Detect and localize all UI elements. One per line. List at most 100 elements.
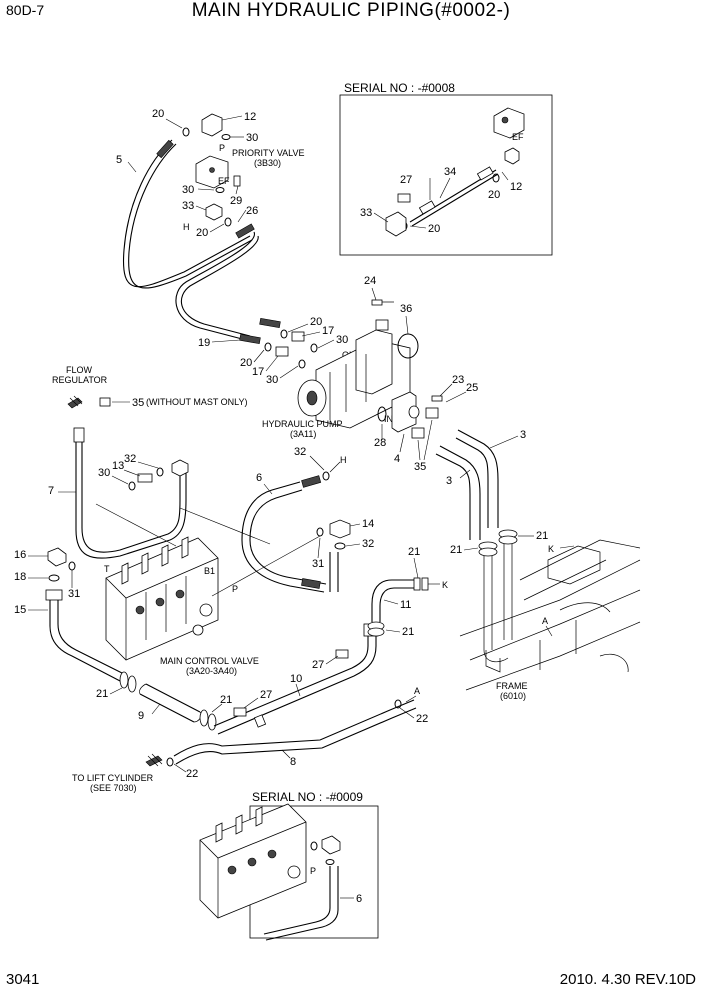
callout-21-d: 21 (220, 694, 232, 706)
callout-26: 26 (246, 205, 258, 217)
callout-34: 34 (444, 166, 456, 178)
callout-30-a: 30 (246, 132, 258, 144)
callout-24: 24 (364, 275, 376, 287)
port-ef-priority: EF (218, 176, 230, 186)
flow-regulator-label-2: REGULATOR (52, 375, 108, 385)
hose-11 (371, 579, 414, 622)
callout-19: 19 (198, 337, 210, 349)
callout-17-a: 17 (322, 325, 334, 337)
callout-28: 28 (374, 437, 386, 449)
pipe-10 (213, 636, 369, 727)
main-control-valve (105, 536, 219, 661)
lift-cylinder-arrow-icon (145, 753, 163, 767)
callout-14: 14 (362, 518, 374, 530)
pipe-15 (49, 590, 123, 683)
callout-32-a: 32 (124, 453, 136, 465)
fitting-35-a (425, 407, 439, 419)
callout-30-b: 30 (182, 184, 194, 196)
to-lift-cylinder-label: TO LIFT CYLINDER (72, 773, 154, 783)
callout-17-b: 17 (252, 366, 264, 378)
model-code: 80D-7 (6, 2, 45, 18)
callout-12-inset: 12 (510, 181, 522, 193)
hose-7 (75, 432, 187, 559)
frame (459, 539, 641, 691)
port-ef-inset: EF (512, 132, 524, 142)
callout-20-b: 20 (196, 227, 208, 239)
callout-20-inset-b: 20 (428, 223, 440, 235)
pipe-15-end (45, 589, 63, 601)
callout-31-b: 31 (312, 558, 324, 570)
priority-valve-ref: (3B30) (254, 158, 281, 168)
callout-9: 9 (138, 710, 144, 722)
hose-9 (139, 683, 201, 723)
conn-h-1: H (183, 222, 190, 232)
pipe-6-riser (329, 552, 339, 592)
elbow-14-inset (321, 835, 341, 855)
callout-13: 13 (112, 460, 124, 472)
callout-20-a: 20 (152, 108, 164, 120)
callout-7: 7 (48, 485, 54, 497)
elbow-27-inset (397, 193, 411, 203)
port-b1-mcv: B1 (204, 566, 215, 576)
callout-6-b: 6 (356, 893, 362, 905)
callout-11: 11 (400, 599, 411, 611)
hydraulic-pump (297, 319, 411, 429)
frame-ref: (6010) (500, 691, 526, 701)
callout-32-c: 32 (362, 538, 374, 550)
fitting-35-b (411, 427, 425, 439)
callout-30-c: 30 (336, 334, 348, 346)
callout-6-a: 6 (256, 472, 262, 484)
conn-k-frame: K (548, 544, 554, 554)
hydraulic-pump-label: HYDRAULIC PUMP (262, 419, 343, 429)
elbow-27-a (335, 649, 349, 659)
plug-35 (99, 397, 111, 407)
adapter-17-a (291, 331, 305, 342)
frame-label: FRAME (496, 681, 528, 691)
tee-33 (205, 203, 223, 221)
callout-35: 35 (132, 397, 144, 409)
callout-16: 16 (14, 549, 26, 561)
main-control-valve-label: MAIN CONTROL VALVE (160, 656, 259, 666)
callout-8: 8 (290, 756, 296, 768)
priority-valve-label: PRIORITY VALVE (232, 148, 305, 158)
adapter-17-b (275, 346, 289, 357)
callout-27-a: 27 (312, 659, 324, 671)
callout-27-b: 27 (260, 689, 272, 701)
callout-10: 10 (290, 673, 302, 685)
callout-21-a: 21 (536, 530, 548, 542)
main-control-valve-inset (199, 803, 307, 919)
hose-6 (241, 481, 325, 593)
flange-4 (391, 391, 417, 433)
priority-valve-inset (493, 107, 525, 165)
callout-15: 15 (14, 604, 26, 616)
without-mast-label: (WITHOUT MAST ONLY) (146, 397, 248, 407)
callout-5: 5 (116, 154, 122, 166)
elbow-12 (201, 113, 223, 137)
conn-k-hose: K (442, 580, 448, 590)
elbow-27-b (233, 707, 247, 717)
callout-18: 18 (14, 571, 26, 583)
page-title: MAIN HYDRAULIC PIPING(#0002-) (191, 0, 511, 21)
callout-3-b: 3 (446, 475, 452, 487)
callout-22-a: 22 (416, 713, 428, 725)
conn-h-2: H (340, 455, 347, 465)
serial-box-top-label: SERIAL NO : -#0008 (344, 81, 455, 95)
port-t-mcv: T (104, 564, 110, 574)
callout-4: 4 (394, 453, 400, 465)
bolt-24 (371, 299, 383, 306)
callout-32-b: 32 (294, 446, 306, 458)
hose-5 (122, 139, 251, 288)
page-number: 3041 (6, 971, 40, 988)
callout-30-d: 30 (266, 374, 278, 386)
conn-a-frame: A (542, 616, 548, 626)
port-p-inset: P (310, 866, 316, 876)
pipe-8 (173, 699, 415, 757)
hydraulic-pump-ref: (3A11) (290, 429, 316, 439)
callout-20-inset-a: 20 (488, 189, 500, 201)
callout-22-b: 22 (186, 768, 198, 780)
conn-a-pipe: A (414, 686, 420, 696)
callout-21-c: 21 (96, 688, 108, 700)
callout-33: 33 (182, 200, 194, 212)
hose-6-inset (263, 866, 339, 941)
